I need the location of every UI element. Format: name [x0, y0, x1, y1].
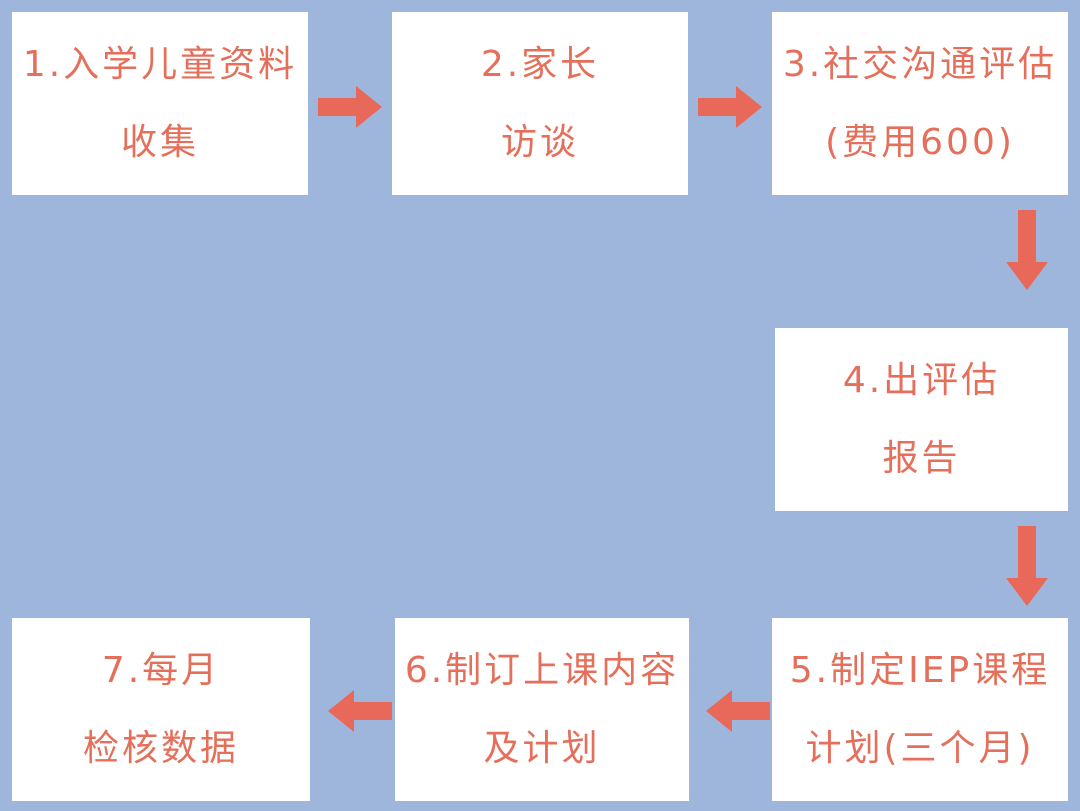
- step-2-line-2: 访谈: [500, 121, 579, 163]
- step-1-line-1: 1.入学儿童资料: [22, 43, 298, 85]
- arrow-right-icon: [698, 86, 762, 128]
- step-1-box: 1.入学儿童资料 收集: [12, 12, 308, 195]
- step-3-box: 3.社交沟通评估 (费用600): [772, 12, 1068, 195]
- arrow-left-icon: [706, 690, 770, 732]
- step-7-line-2: 检核数据: [82, 727, 239, 769]
- step-4-line-2: 报告: [882, 437, 961, 479]
- step-2-box: 2.家长 访谈: [392, 12, 688, 195]
- step-4-line-1: 4.出评估: [842, 359, 1001, 401]
- arrow-down-icon: [1006, 210, 1048, 290]
- step-3-line-1: 3.社交沟通评估: [782, 43, 1058, 85]
- step-1-line-2: 收集: [120, 121, 199, 163]
- step-5-line-1: 5.制定IEP课程: [789, 649, 1051, 691]
- step-7-line-1: 7.每月: [101, 649, 221, 691]
- step-3-line-2: (费用600): [825, 121, 1015, 163]
- step-5-line-2: 计划(三个月): [805, 727, 1035, 769]
- step-4-box: 4.出评估 报告: [775, 328, 1068, 511]
- arrow-down-icon: [1006, 526, 1048, 606]
- step-5-box: 5.制定IEP课程 计划(三个月): [772, 618, 1068, 801]
- step-6-box: 6.制订上课内容 及计划: [395, 618, 689, 801]
- step-2-line-1: 2.家长: [480, 43, 600, 85]
- arrow-left-icon: [328, 690, 392, 732]
- step-6-line-2: 及计划: [483, 727, 601, 769]
- step-6-line-1: 6.制订上课内容: [404, 649, 680, 691]
- step-7-box: 7.每月 检核数据: [12, 618, 310, 801]
- arrow-right-icon: [318, 86, 382, 128]
